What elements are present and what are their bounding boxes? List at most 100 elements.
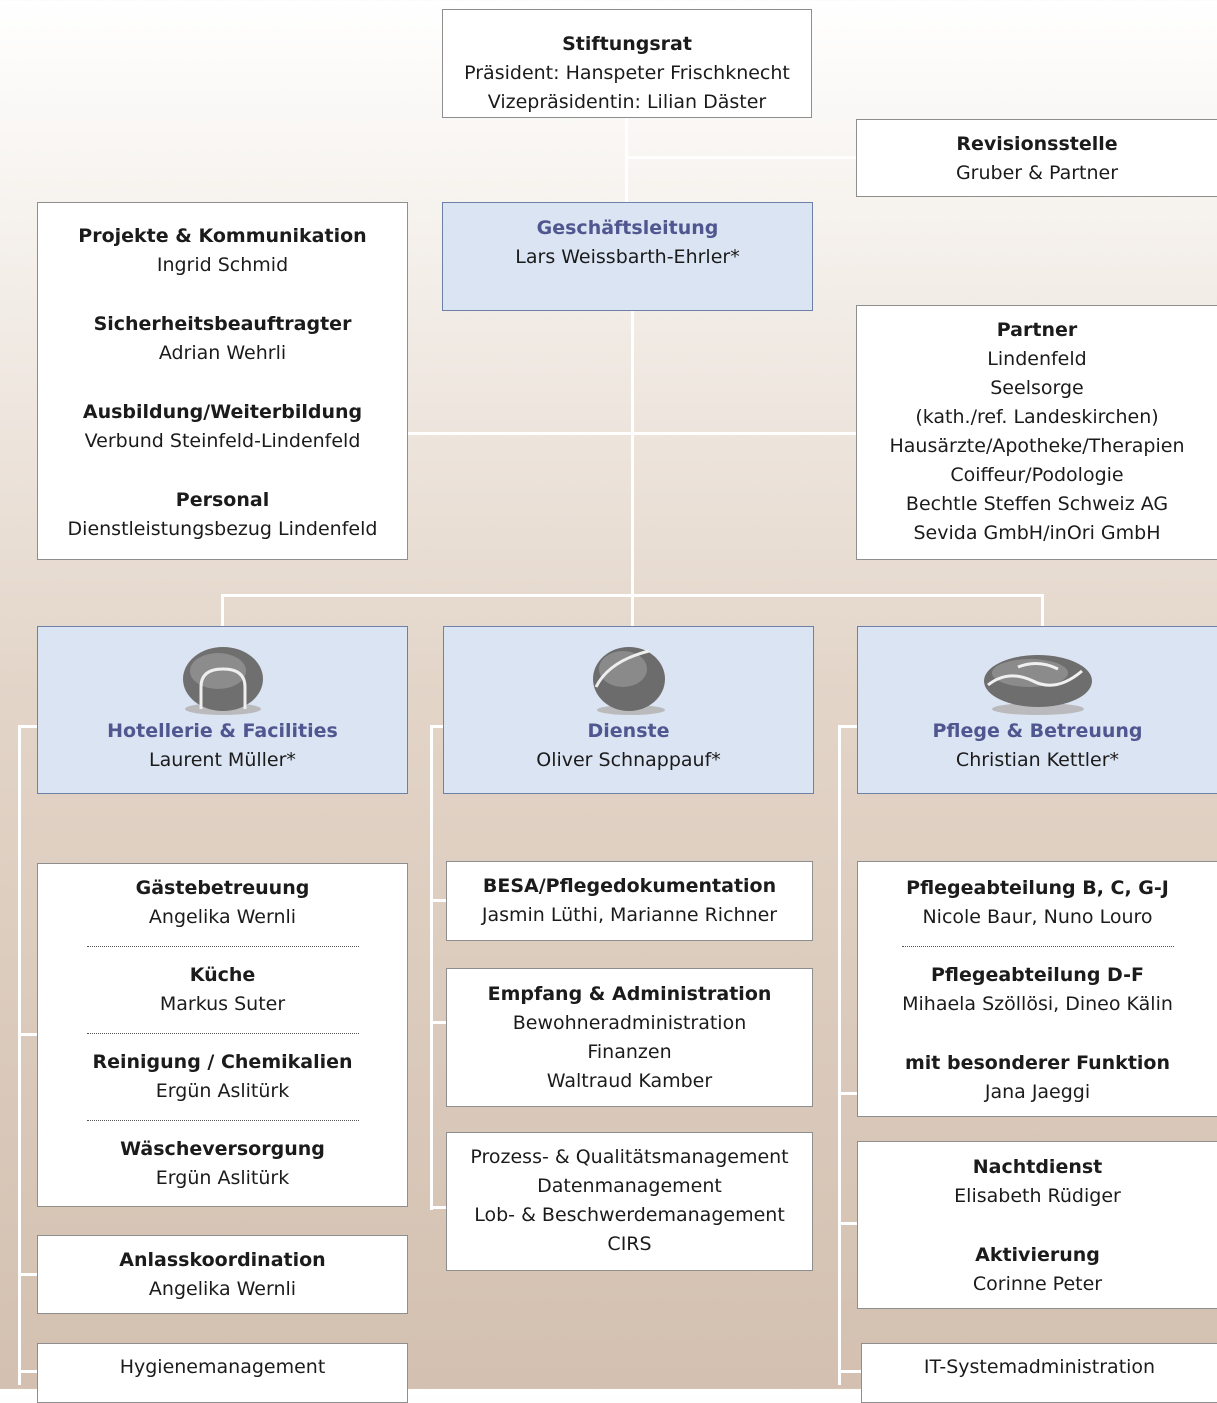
department-head: Laurent Müller* [149, 749, 296, 771]
unit-title: Pflegeabteilung D-F [930, 964, 1145, 986]
staff-title: Personal [175, 489, 270, 511]
connector-services-vertical [430, 725, 433, 1210]
connector-care-wards [838, 1092, 858, 1095]
night-box: Nachtdienst Elisabeth Rüdiger Aktivierun… [857, 1141, 1217, 1309]
divider [86, 946, 359, 947]
staff-name: Dienstleistungsbezug Lindenfeld [67, 518, 378, 540]
partner-title: Partner [996, 319, 1078, 341]
connector-services-quality [430, 1206, 446, 1209]
unit-line: Finanzen [587, 1041, 672, 1063]
unit-title: IT-Systemadministration [923, 1356, 1156, 1378]
board-vice: Vizepräsidentin: Lilian Däster [487, 91, 767, 113]
stone-arch-icon [182, 647, 263, 715]
it-box: IT-Systemadministration [861, 1343, 1217, 1403]
partner-line: Bechtle Steffen Schweiz AG [905, 493, 1169, 515]
connector-services-reception [430, 1021, 446, 1024]
unit-line: Prozess- & Qualitätsmanagement [470, 1146, 789, 1168]
unit-name: Angelika Wernli [148, 906, 297, 928]
unit-line: Bewohneradministration [512, 1012, 747, 1034]
management-title: Geschäftsleitung [536, 217, 719, 239]
unit-name: Nicole Baur, Nuno Louro [922, 906, 1153, 928]
connector-audit [625, 156, 858, 159]
unit-line: Waltraud Kamber [546, 1070, 713, 1092]
unit-name: Mihaela Szöllösi, Dineo Kälin [902, 993, 1173, 1015]
department-title: Pflege & Betreuung [932, 720, 1143, 742]
staff-title: Ausbildung/Weiterbildung [82, 401, 363, 423]
reception-box: Empfang & Administration Bewohneradminis… [446, 968, 813, 1107]
unit-title: Gästebetreuung [135, 877, 310, 899]
connector-care-night [838, 1222, 858, 1225]
partner-line: Coiffeur/Podologie [950, 464, 1124, 486]
connector-services-besa [430, 899, 446, 902]
department-services-box: Dienste Oliver Schnappauf* [443, 626, 814, 794]
connector-care-top [838, 725, 858, 728]
connector-dept-care [1041, 594, 1044, 628]
staff-box: Projekte & Kommunikation Ingrid Schmid S… [37, 202, 408, 560]
hotel-group-box: Gästebetreuung Angelika Wernli Küche Mar… [37, 863, 408, 1207]
connector-hotel-group [18, 1033, 38, 1036]
staff-name: Verbund Steinfeld-Lindenfeld [84, 430, 361, 452]
unit-title: Nachtdienst [972, 1156, 1103, 1178]
department-care-box: Pflege & Betreuung Christian Kettler* [857, 626, 1217, 794]
unit-line: Datenmanagement [537, 1175, 722, 1197]
stone-curve-icon [592, 647, 665, 715]
unit-title: Empfang & Administration [487, 983, 772, 1005]
unit-name: Elisabeth Rüdiger [954, 1185, 1121, 1207]
partner-line: Seelsorge [990, 377, 1084, 399]
audit-name: Gruber & Partner [955, 162, 1119, 184]
partner-box: Partner Lindenfeld Seelsorge (kath./ref.… [856, 305, 1217, 560]
unit-title: BESA/Pflegedokumentation [482, 875, 777, 897]
unit-name: Angelika Wernli [148, 1278, 297, 1300]
unit-title: Küche [189, 964, 256, 986]
unit-title: Wäscheversorgung [120, 1138, 325, 1160]
management-name: Lars Weissbarth-Ehrler* [515, 246, 740, 268]
unit-title: mit besonderer Funktion [904, 1052, 1170, 1074]
unit-line: CIRS [607, 1233, 652, 1255]
unit-line: Lob- & Beschwerdemanagement [474, 1204, 785, 1226]
unit-title: Reinigung / Chemikalien [92, 1051, 353, 1073]
unit-title: Anlasskoordination [119, 1249, 326, 1271]
connector-care-vertical [838, 725, 841, 1385]
connector-hotel-vertical [18, 725, 21, 1385]
connector-hotel-top [18, 725, 38, 728]
audit-box: Revisionsstelle Gruber & Partner [856, 119, 1217, 197]
unit-title: Pflegeabteilung B, C, G-J [906, 877, 1169, 899]
wards-box: Pflegeabteilung B, C, G-J Nicole Baur, N… [857, 861, 1217, 1117]
department-head: Oliver Schnappauf* [536, 749, 721, 771]
unit-name: Ergün Aslitürk [155, 1080, 290, 1102]
staff-title: Projekte & Kommunikation [78, 225, 367, 247]
staff-title: Sicherheitsbeauftragter [93, 313, 352, 335]
department-title: Hotellerie & Facilities [107, 720, 338, 742]
board-title: Stiftungsrat [562, 33, 692, 55]
divider [86, 1033, 359, 1034]
connector-services-top [430, 725, 445, 728]
stone-swirl-icon [983, 655, 1092, 715]
connector-staff-partner [407, 432, 858, 435]
partner-line: Lindenfeld [987, 348, 1087, 370]
connector-dept-hotel [221, 594, 224, 628]
unit-name: Markus Suter [159, 993, 286, 1015]
divider [86, 1120, 359, 1121]
department-title: Dienste [587, 720, 670, 742]
board-president: Präsident: Hanspeter Frischknecht [464, 62, 790, 84]
unit-name: Ergün Aslitürk [155, 1167, 290, 1189]
unit-name: Corinne Peter [972, 1273, 1103, 1295]
divider [901, 946, 1174, 947]
unit-name: Jana Jaeggi [984, 1081, 1091, 1103]
department-head: Christian Kettler* [955, 749, 1120, 771]
connector-hotel-event [18, 1273, 38, 1276]
connector-management-departments [631, 310, 634, 628]
staff-name: Ingrid Schmid [156, 254, 289, 276]
management-box: Geschäftsleitung Lars Weissbarth-Ehrler* [442, 202, 813, 311]
unit-name: Jasmin Lüthi, Marianne Richner [481, 904, 778, 926]
hygiene-box: Hygienemanagement [37, 1343, 408, 1403]
connector-departments [221, 594, 1044, 597]
department-hotel-box: Hotellerie & Facilities Laurent Müller* [37, 626, 408, 794]
audit-title: Revisionsstelle [956, 133, 1118, 155]
unit-title: Aktivierung [975, 1244, 1100, 1266]
connector-care-it [838, 1370, 862, 1373]
unit-title: Hygienemanagement [119, 1356, 326, 1378]
staff-name: Adrian Wehrli [158, 342, 287, 364]
besa-box: BESA/Pflegedokumentation Jasmin Lüthi, M… [446, 861, 813, 941]
connector-hotel-hygiene [18, 1370, 38, 1373]
